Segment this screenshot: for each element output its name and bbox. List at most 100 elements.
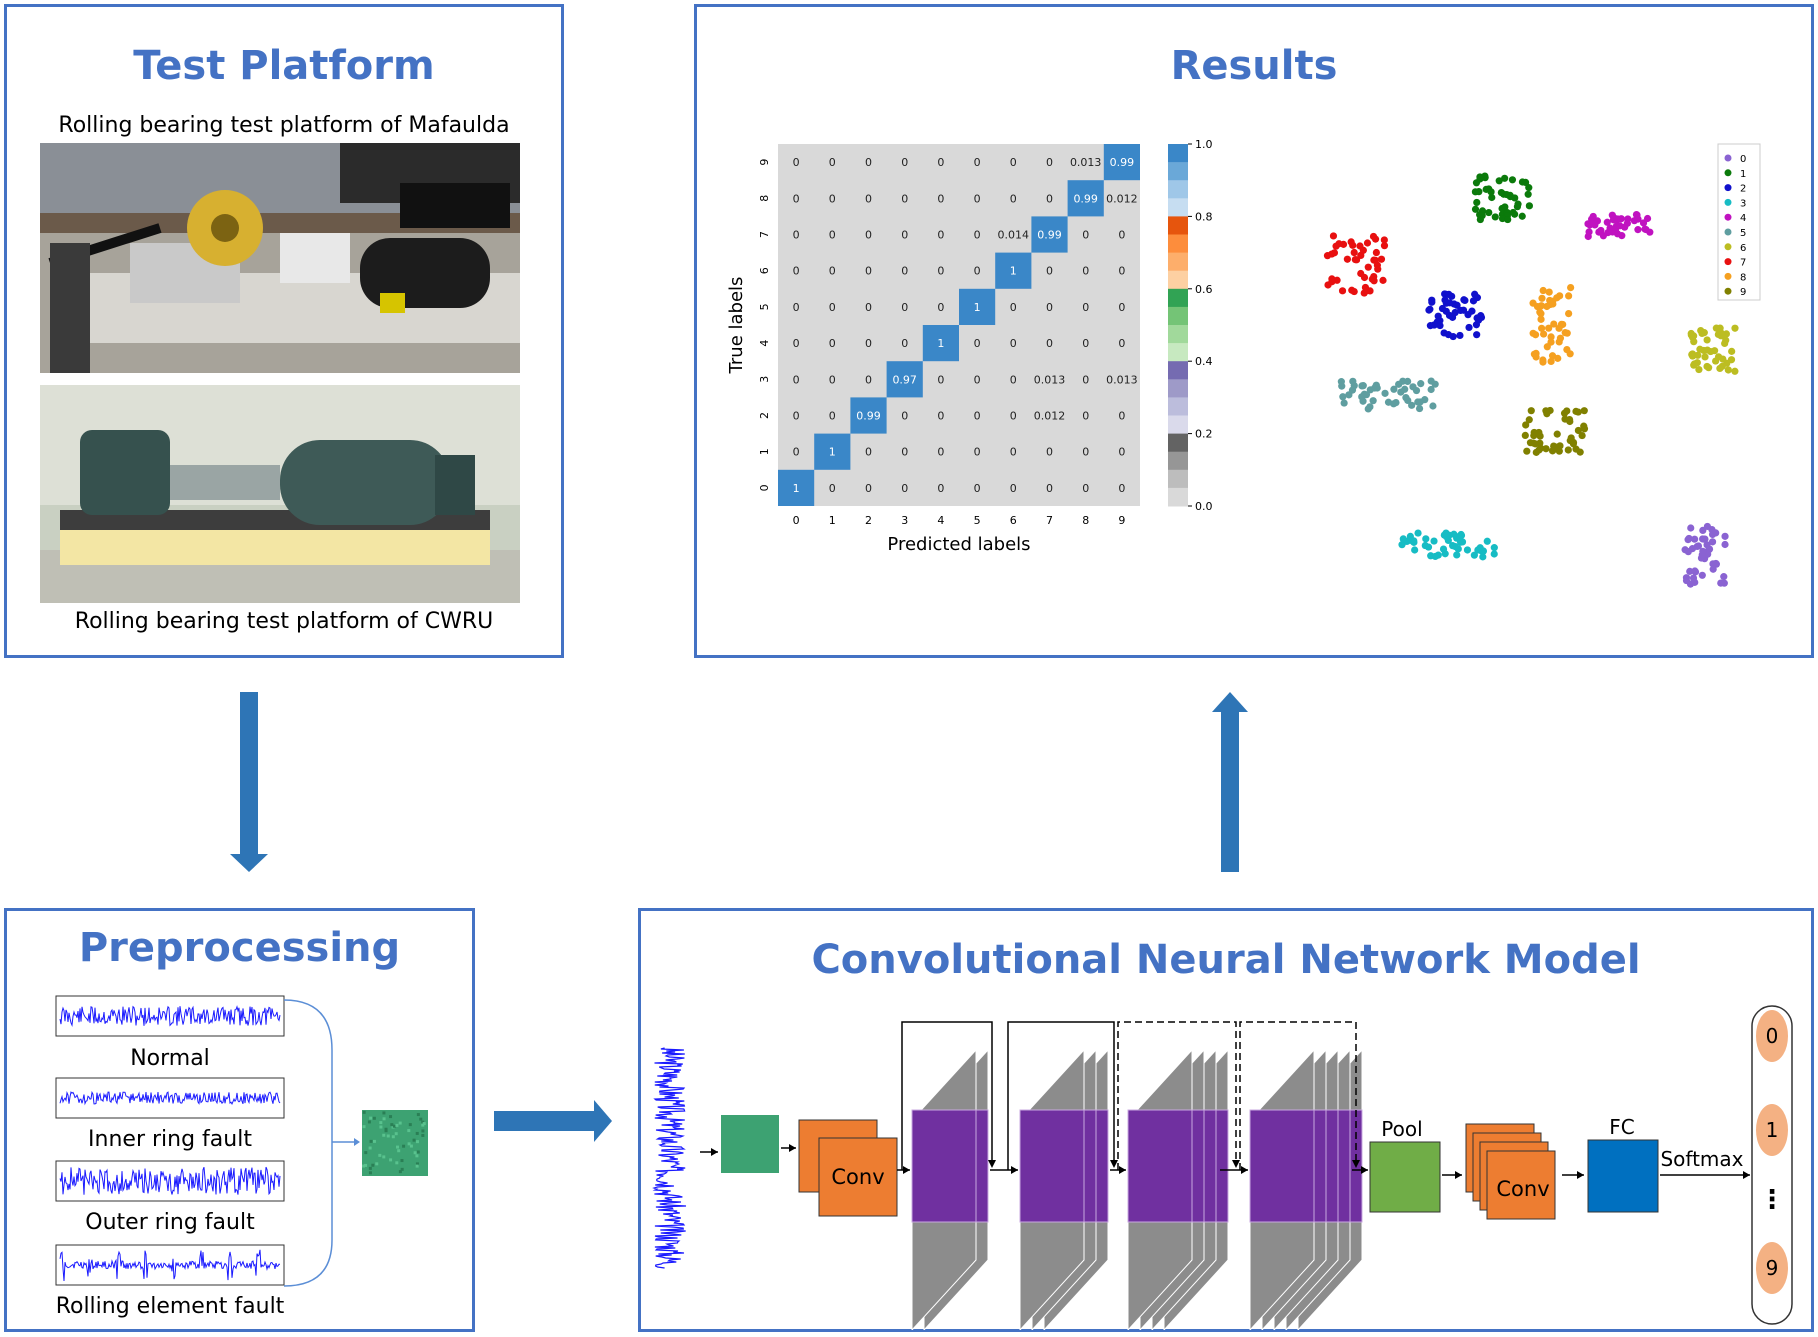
scatter-point	[1404, 377, 1412, 386]
scatter-point	[1639, 219, 1648, 227]
scatter-point	[1530, 431, 1538, 440]
signal-label-outer: Outer ring fault	[85, 1210, 255, 1235]
arrow-pool-conv-head	[1455, 1171, 1462, 1179]
matrix-cell-value: 0	[793, 156, 800, 169]
signal-waveform	[59, 1249, 280, 1282]
x-tick-label: 8	[1082, 514, 1089, 527]
scatter-point	[1565, 292, 1573, 300]
scatter-point	[1537, 315, 1545, 323]
scatter-point	[1572, 407, 1580, 415]
scatter-point	[1687, 524, 1695, 532]
arrow-fc-output-head	[1743, 1171, 1750, 1179]
matrix-cell-value: 0	[1082, 337, 1089, 350]
legend-label: 9	[1740, 287, 1746, 298]
matrix-cell-value: 0	[974, 446, 981, 459]
scatter-point	[1350, 248, 1358, 257]
scatter-point	[1503, 190, 1511, 199]
image-pixel	[412, 1138, 416, 1142]
scatter-point	[1543, 343, 1551, 351]
scatter-point	[1721, 532, 1729, 540]
residual-block	[1127, 1109, 1193, 1223]
image-pixel	[395, 1161, 399, 1165]
scatter-point	[1555, 338, 1563, 346]
scatter-point	[1368, 275, 1376, 283]
image-pixel	[384, 1129, 388, 1133]
matrix-cell-value: 0	[901, 192, 908, 205]
scatter-point	[1703, 336, 1711, 344]
image-pixel	[364, 1163, 368, 1167]
scatter-point	[1483, 537, 1491, 545]
conv2-block	[1486, 1150, 1556, 1220]
matrix-cell-value: 1	[937, 337, 944, 350]
output-node-label: 1	[1766, 1118, 1779, 1142]
matrix-cell-value: 0	[1118, 229, 1125, 242]
image-pixel	[369, 1139, 373, 1143]
image-pixel	[415, 1131, 419, 1135]
preprocessing-diagram	[55, 995, 428, 1287]
mafaulda-photo	[40, 143, 520, 373]
scatter-point	[1717, 579, 1725, 587]
input-image	[721, 1115, 779, 1173]
colorbar-segment	[1168, 216, 1188, 235]
arrow-image-to-conv-head	[789, 1144, 796, 1152]
scatter-point	[1539, 358, 1547, 366]
skip-connection-head	[1232, 1160, 1240, 1168]
scatter-point	[1465, 323, 1473, 332]
colorbar-tick-label: 0.2	[1195, 428, 1213, 441]
pool-block	[1369, 1141, 1441, 1213]
fc-label: FC	[1609, 1115, 1634, 1139]
legend-marker	[1724, 184, 1732, 192]
scatter-point	[1414, 529, 1422, 537]
colorbar-tick-label: 0.0	[1195, 500, 1213, 513]
scatter-point	[1514, 200, 1522, 208]
legend-marker	[1724, 287, 1732, 295]
matrix-cell-value: 0	[865, 337, 872, 350]
preprocessing-title: Preprocessing	[78, 925, 401, 971]
matrix-cell-value: 0	[1118, 410, 1125, 423]
matrix-cell-value: 0	[1118, 337, 1125, 350]
up-arrow	[1212, 692, 1248, 872]
scatter-point	[1525, 416, 1533, 424]
matrix-cell-value: 0	[901, 337, 908, 350]
image-pixel	[395, 1145, 399, 1149]
scatter-point	[1711, 347, 1719, 355]
scatter-point	[1478, 211, 1486, 220]
matrix-cell-value: 0	[937, 410, 944, 423]
scatter-point	[1584, 232, 1592, 241]
colorbar-segment	[1168, 379, 1188, 398]
scatter-point	[1617, 215, 1625, 223]
matrix-cell-value: 0	[1046, 337, 1053, 350]
scatter-point	[1402, 394, 1410, 402]
colorbar-segment	[1168, 397, 1188, 416]
legend-label: 7	[1740, 258, 1746, 269]
matrix-cell-value: 0	[937, 229, 944, 242]
scatter-point	[1565, 309, 1573, 318]
scatter-point	[1545, 288, 1553, 296]
scatter-point	[1542, 445, 1550, 453]
scatter-point	[1430, 537, 1438, 545]
cwru-caption: Rolling bearing test platform of CWRU	[74, 609, 494, 634]
scatter-point	[1380, 242, 1389, 250]
scatter-point	[1700, 535, 1708, 543]
scatter-point	[1425, 306, 1433, 314]
matrix-cell-value: 0	[1046, 301, 1053, 314]
colorbar-segment	[1168, 451, 1188, 471]
scatter-point	[1708, 538, 1717, 546]
skip-connection-head	[988, 1160, 996, 1168]
test-platform-panel: Test Platform Rolling bearing test platf…	[4, 4, 564, 658]
colorbar-tick-label: 0.4	[1195, 355, 1213, 368]
arrow-to-res1-head	[903, 1166, 910, 1174]
scatter-point	[1471, 205, 1480, 213]
arrow-res2-res3-head	[1119, 1166, 1126, 1174]
image-pixel	[398, 1170, 402, 1174]
colorbar-tick-label: 0.8	[1195, 210, 1213, 223]
y-tick-label: 3	[758, 376, 771, 383]
matrix-cell-value: 0	[1046, 192, 1053, 205]
colorbar-tick-label: 1.0	[1195, 138, 1213, 151]
scatter-point	[1349, 241, 1357, 249]
scatter-point	[1723, 359, 1731, 367]
colorbar-segment	[1168, 306, 1188, 326]
image-pixel	[415, 1164, 419, 1168]
matrix-cell-value: 0	[793, 410, 800, 423]
